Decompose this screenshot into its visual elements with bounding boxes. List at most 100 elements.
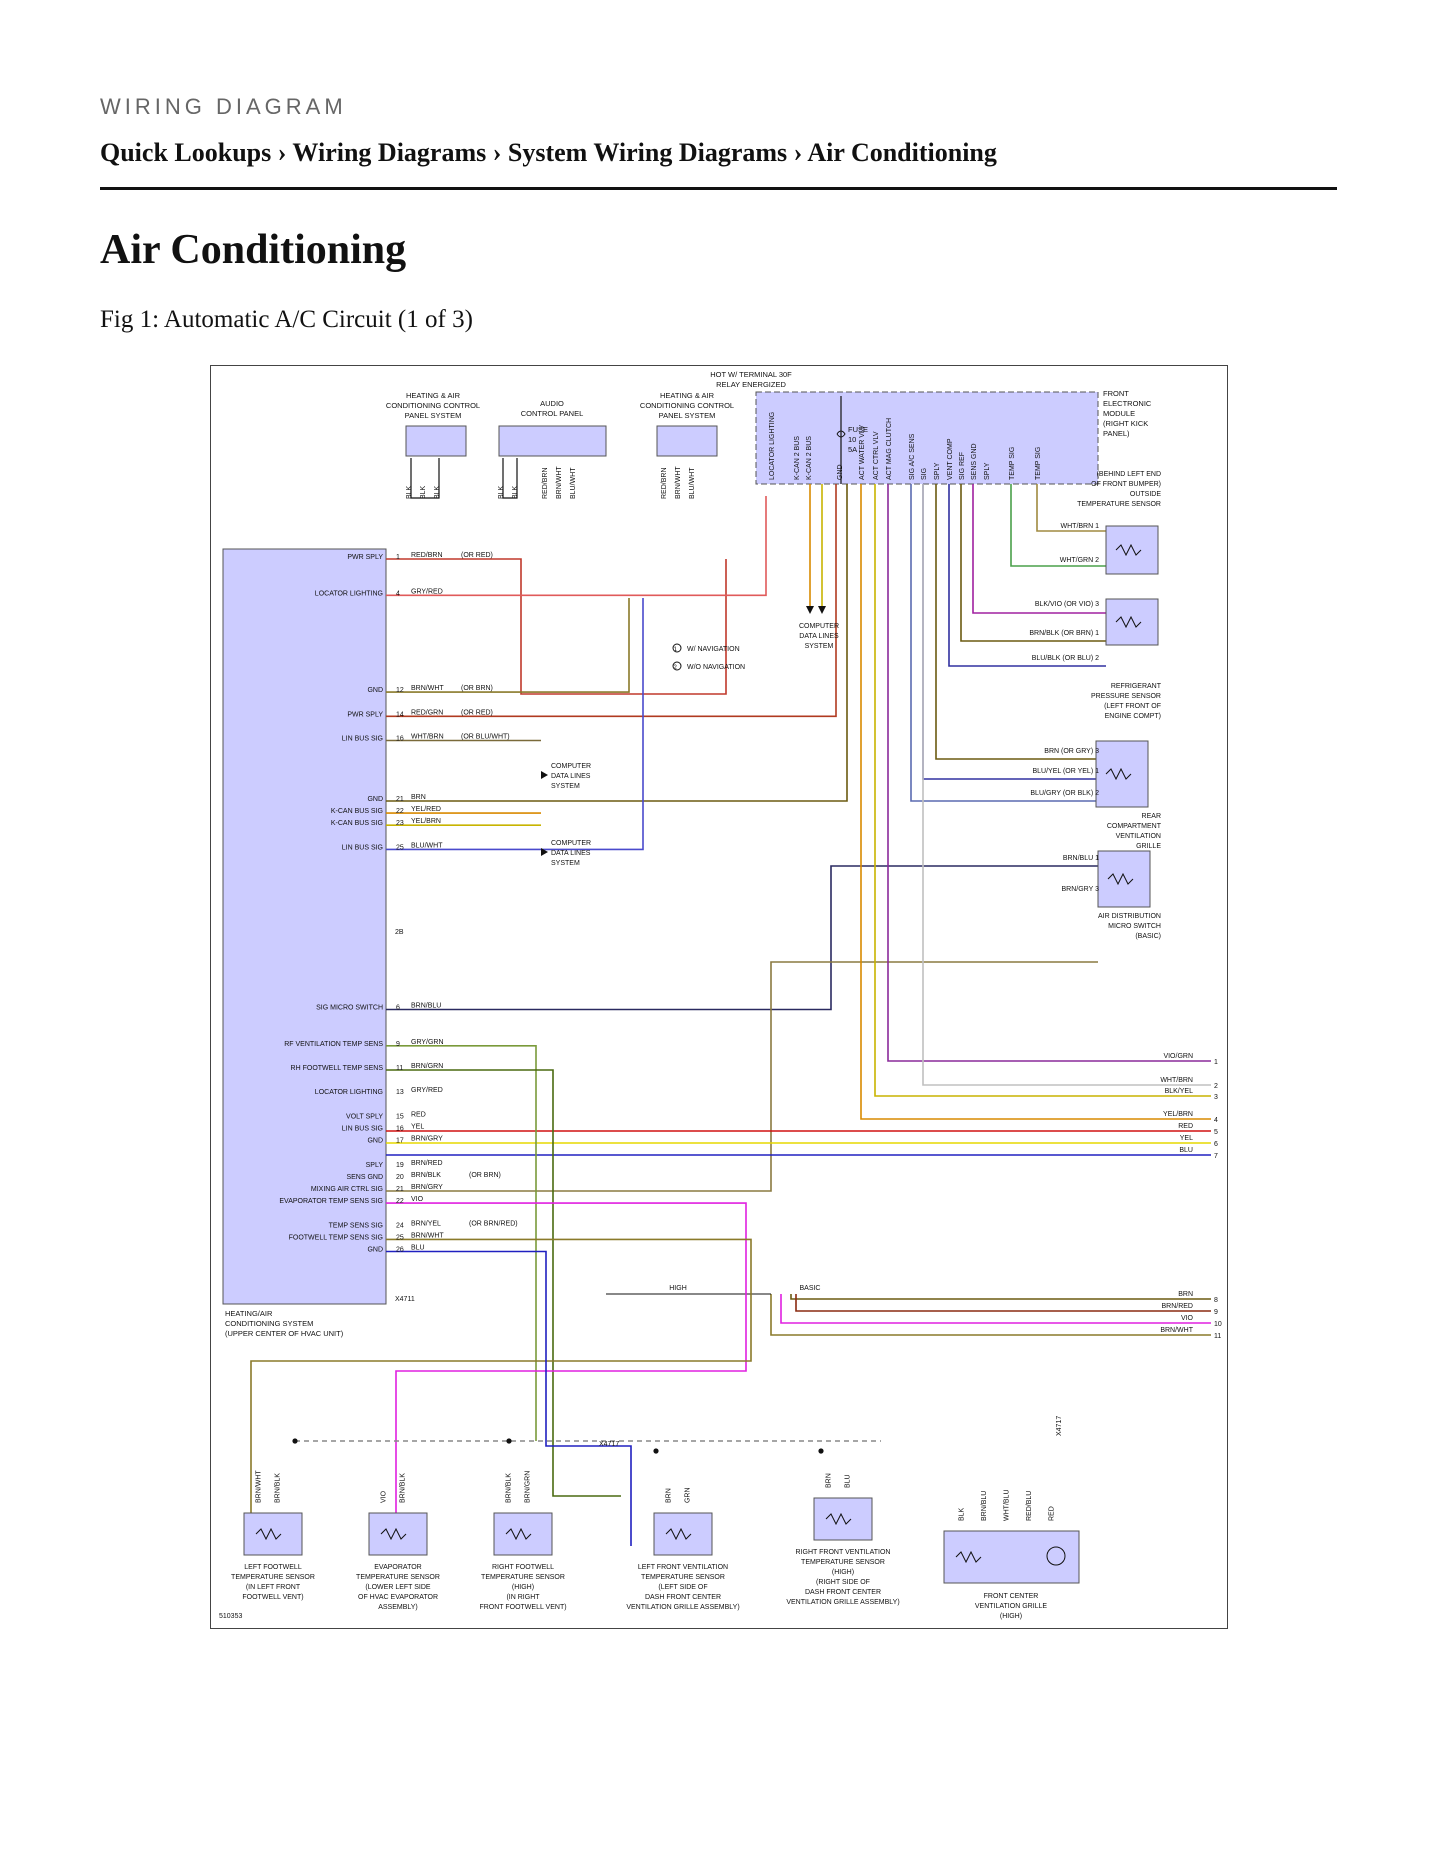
resistor-icon (380, 1527, 407, 1541)
fuse-label: 10 (848, 435, 856, 444)
sensor-wire-label: BRN/GRY 3 (1062, 886, 1100, 893)
breadcrumb[interactable]: Quick Lookups › Wiring Diagrams › System… (100, 138, 997, 167)
wire-alt-label: (OR BRN) (461, 685, 493, 692)
wire-code-label: GRY/RED (411, 1087, 443, 1094)
pin-number: 16 (396, 1126, 404, 1133)
wire-code-label: BRN/BLU (411, 1003, 441, 1010)
wire-brn (386, 484, 848, 802)
pin-function-label: RH FOOTWELL TEMP SENS (291, 1065, 384, 1072)
computer-data-lines-label: DATA LINES (551, 773, 591, 780)
pin-number: 16 (396, 736, 404, 743)
exit-number: 2 (1214, 1083, 1218, 1090)
bottom-sensor-label: ASSEMBLY) (378, 1604, 418, 1611)
right-sensor-box (1095, 740, 1149, 808)
resistor-icon (255, 1527, 282, 1541)
resistor-icon (1115, 615, 1142, 629)
bottom-sensor-label: (LEFT SIDE OF (658, 1584, 707, 1591)
fuse-icon (836, 430, 846, 438)
front-module-label: (RIGHT KICK (1103, 419, 1148, 428)
pin-number: 17 (396, 1138, 404, 1145)
fem-signal-label: SIG (921, 468, 928, 480)
fuse-label: FUSE (848, 425, 868, 434)
fuse-label: 5A (848, 445, 857, 454)
bottom-sensor-label: TEMPERATURE SENSOR (481, 1574, 565, 1581)
wire-exit (922, 484, 1211, 1086)
bottom-sensor-label: VENTILATION GRILLE ASSEMBLY) (786, 1599, 899, 1606)
wire-gry-grn (386, 1045, 537, 1441)
bottom-sensor-label: LEFT FRONT VENTILATION (638, 1564, 728, 1571)
hvac-panel-label: CONDITIONING CONTROL (640, 401, 734, 410)
right-sensor-label: GRILLE (1136, 843, 1161, 850)
audio-panel-label: AUDIO (540, 399, 564, 408)
splice-dot (292, 1438, 298, 1444)
right-sensor-label: COMPARTMENT (1107, 823, 1162, 830)
splice-dot (506, 1438, 512, 1444)
wire-code-label: VIO (411, 1196, 424, 1203)
bottom-wire-label: BRN/BLU (981, 1491, 988, 1521)
bottom-sensor-label: DASH FRONT CENTER (645, 1594, 721, 1601)
fem-signal-label: SPLY (984, 462, 991, 480)
exit-number: 8 (1214, 1297, 1218, 1304)
wire-alt-label: (OR BRN) (469, 1172, 501, 1179)
wire-code-label: BLU/WHT (411, 842, 443, 849)
bottom-sensor-label: OF HVAC EVAPORATOR (358, 1594, 438, 1601)
bottom-sensor-label: VENTILATION GRILLE ASSEMBLY) (626, 1604, 739, 1611)
panel-wire-label: BRN/WHT (556, 466, 563, 499)
pin-function-label: PWR SPLY (347, 554, 383, 561)
wire-red-brn (386, 558, 727, 695)
front-module-label: PANEL) (1103, 429, 1130, 438)
pin-function-label: GND (367, 1247, 383, 1254)
wire-red-grn (386, 484, 837, 718)
wire-code-label: BRN (411, 794, 426, 801)
sensor-wire-label: WHT/BRN 1 (1061, 523, 1100, 530)
pin-function-label: GND (367, 1138, 383, 1145)
wire-code-label: GRY/RED (411, 588, 443, 595)
hvac-unit-label: (UPPER CENTER OF HVAC UNIT) (225, 1329, 344, 1338)
wire-blu-gry (910, 484, 1096, 802)
pin-number: 20 (396, 1174, 404, 1181)
wire-blu-blk (948, 484, 1106, 667)
fem-signal-label: ACT CTRL VLV (873, 431, 880, 480)
panel-wire-label: BRN/WHT (675, 466, 682, 499)
header-divider (100, 187, 1337, 190)
wire-brn-wht-low (250, 1238, 752, 1546)
arrow-icon (541, 771, 548, 779)
pin-number: 22 (396, 808, 404, 815)
bottom-wire-label: BRN/WHT (255, 1470, 262, 1503)
fem-signal-label: GND (837, 464, 844, 480)
front-module-label: ELECTRONIC (1103, 399, 1152, 408)
wire-brn-blu (386, 865, 1098, 1011)
fem-signal-label: ACT WATER VLV (859, 425, 866, 480)
pin-function-label: LOCATOR LIGHTING (315, 1089, 383, 1096)
exit-wire-label: WHT/BRN (1160, 1077, 1193, 1084)
right-sensor-label: (BASIC) (1135, 933, 1161, 940)
bottom-sensor-label: EVAPORATOR (374, 1564, 421, 1571)
pin-number: 12 (396, 687, 404, 694)
wire-blk-vio (972, 484, 1106, 614)
bottom-sensor-label: (IN RIGHT (506, 1594, 540, 1601)
wire-alt-label: (OR RED) (461, 552, 493, 559)
bottom-sensor-label: TEMPERATURE SENSOR (356, 1574, 440, 1581)
page-title: Air Conditioning (100, 227, 407, 273)
computer-data-lines-label: COMPUTER (799, 623, 839, 630)
fem-signal-label: K-CAN 2 BUS (806, 436, 813, 480)
exit-number: 7 (1214, 1153, 1218, 1160)
connector-id: X4711 (395, 1296, 415, 1303)
audio-panel-label: CONTROL PANEL (521, 409, 584, 418)
exit-number: 6 (1214, 1141, 1218, 1148)
exit-wire-label: BLK/YEL (1165, 1088, 1194, 1095)
exit-number: 9 (1214, 1309, 1218, 1316)
legend-label: W/O NAVIGATION (687, 664, 745, 671)
right-sensor-box (1105, 598, 1159, 646)
computer-data-lines-label: COMPUTER (551, 840, 591, 847)
wire-code-label: BRN/WHT (411, 685, 444, 692)
panel-ground-wire (502, 458, 518, 499)
pin-number: 6 (396, 1005, 400, 1012)
fem-signal-label: ACT MAG CLUTCH (886, 418, 893, 480)
bottom-sensor-label: RIGHT FRONT VENTILATION (796, 1549, 891, 1556)
right-sensor-label: PRESSURE SENSOR (1091, 693, 1161, 700)
sensor-wire-label: BRN (OR GRY) 3 (1044, 748, 1099, 755)
wire-brn (935, 484, 1096, 760)
pin-number: 26 (396, 1247, 404, 1254)
